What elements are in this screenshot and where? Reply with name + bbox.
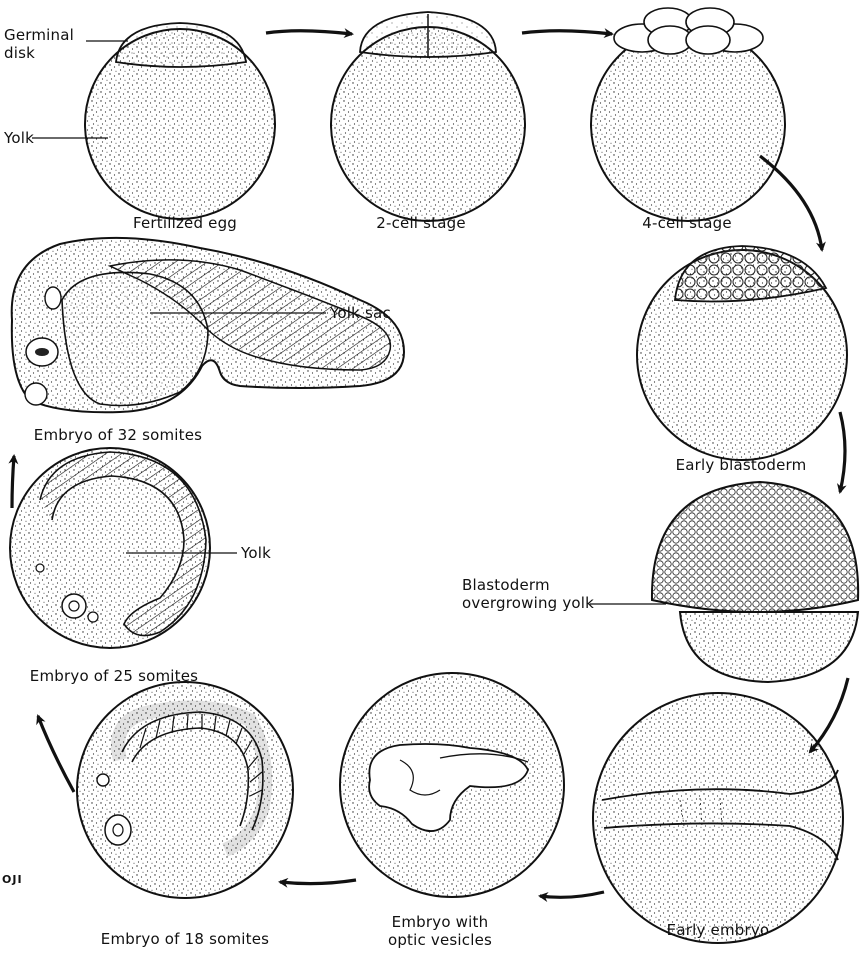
callout-blastoderm-overgrowing: Blastoderm overgrowing yolk <box>462 576 594 612</box>
callout-germinal-disk: Germinal disk <box>4 26 74 62</box>
arrow-8-to-9 <box>38 716 74 792</box>
optic-vesicles-figure <box>340 673 564 897</box>
artist-mark: OJI <box>2 871 23 889</box>
stage-label-fertilized-egg: Fertilized egg <box>133 214 237 232</box>
early-embryo-figure <box>593 693 843 943</box>
arrow-2-to-3 <box>522 31 612 34</box>
four-cell-figure <box>591 8 785 221</box>
twenty-five-somites-figure <box>10 448 210 648</box>
stage-label-eighteen-somites: Embryo of 18 somites <box>101 930 269 948</box>
callout-yolk-sac: Yolk sac <box>330 304 391 322</box>
stage-label-optic-vesicles: Embryo with optic vesicles <box>388 913 492 949</box>
stage-label-thirty-two-somites: Embryo of 32 somites <box>34 426 202 444</box>
stage-label-two-cell: 2-cell stage <box>376 214 466 232</box>
blastoderm-overgrowing-figure <box>652 482 858 682</box>
arrow-1-to-2 <box>266 31 352 34</box>
callout-yolk-mid: Yolk <box>241 544 271 562</box>
stage-label-early-embryo: Early embryo <box>667 921 770 939</box>
arrow-7-to-8 <box>280 880 356 884</box>
stage-label-early-blastoderm: Early blastoderm <box>676 456 807 474</box>
two-cell-figure <box>331 12 525 221</box>
thirty-two-somites-figure <box>12 238 404 412</box>
eighteen-somites-figure <box>77 682 293 898</box>
arrow-6-to-7 <box>540 892 604 897</box>
early-blastoderm-figure <box>637 246 847 460</box>
callout-yolk-top: Yolk <box>4 129 34 147</box>
arrow-4-to-5 <box>840 412 845 492</box>
stage-label-twenty-five-somites: Embryo of 25 somites <box>30 667 198 685</box>
arrow-9-to-10 <box>12 456 14 508</box>
stage-label-four-cell: 4-cell stage <box>642 214 732 232</box>
fertilized-egg-figure <box>85 23 275 219</box>
